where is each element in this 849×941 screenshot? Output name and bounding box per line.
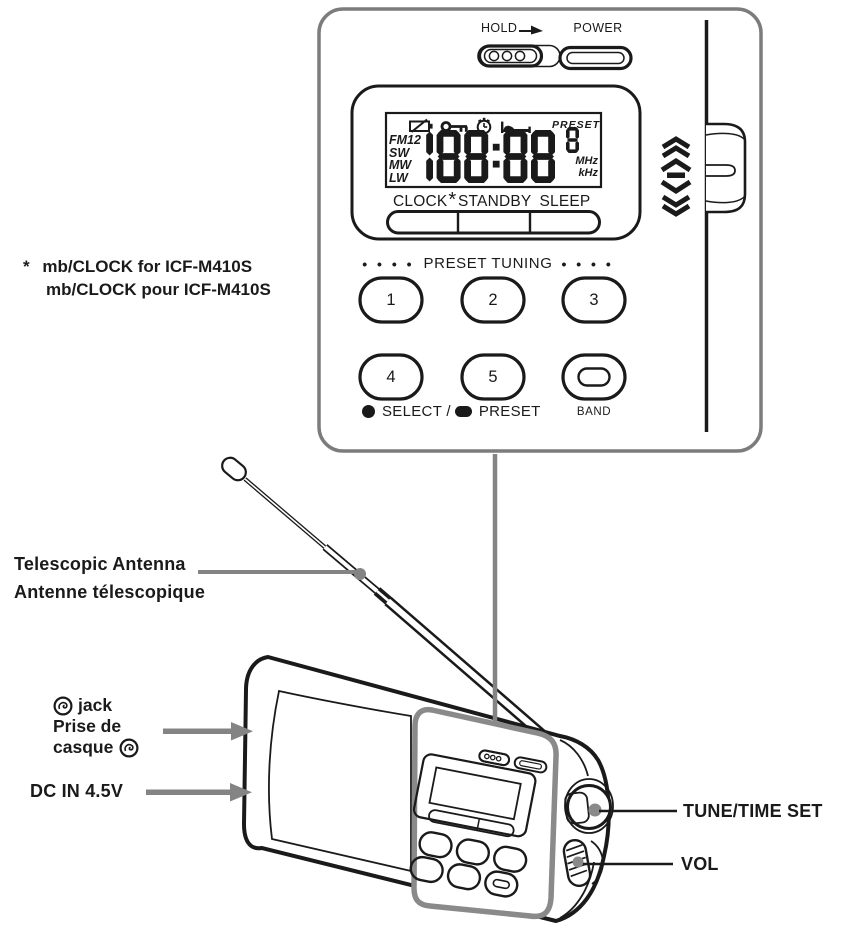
standby-button-label: STANDBY — [458, 193, 532, 210]
vol-leader-dot — [572, 856, 584, 868]
preset-tuning-dots-right: • • • • — [561, 255, 614, 272]
mini-lcd-housing — [412, 753, 537, 838]
lcd-housing — [350, 84, 642, 241]
jack-label-fr2: casque — [53, 737, 139, 758]
lcd-frequency-digits — [426, 130, 555, 183]
select-preset-legend: SELECT / PRESET — [362, 403, 541, 420]
jack-label-block: jack Prise de casque — [53, 695, 139, 758]
mini-function-bar — [428, 809, 515, 838]
rotate-direction-chevrons-icon — [660, 136, 692, 217]
mini-power-button — [513, 756, 548, 774]
lcd-band-fm: FM12 — [389, 133, 421, 147]
band-button — [561, 353, 627, 401]
clock-asterisk: * — [448, 189, 457, 211]
key-lock-icon — [440, 121, 468, 132]
preset-button-1 — [358, 276, 424, 324]
dc-in-label: DC IN 4.5V — [30, 781, 124, 801]
tune-time-set-knob — [564, 778, 614, 834]
lcd-preset-label: PRESET — [552, 119, 601, 131]
select-bullet-icon — [362, 405, 375, 418]
lcd-band-sw: SW — [389, 145, 410, 160]
antenna-label-fr: Antenne télescopique — [14, 582, 206, 602]
jack-label-fr1: Prise de — [53, 716, 122, 736]
mini-button — [409, 855, 444, 884]
mini-hold-switch — [478, 749, 511, 767]
preset-label: PRESET — [478, 403, 541, 420]
mini-button — [418, 831, 453, 859]
clock-button-label: CLOCK * — [393, 189, 457, 211]
preset-button-4-label: 4 — [386, 368, 396, 386]
jack-label-en: jack — [53, 695, 139, 716]
preset-button-1-label: 1 — [386, 291, 396, 309]
sleep-button-label: SLEEP — [539, 193, 591, 210]
preset-button-3 — [561, 276, 627, 324]
power-label: POWER — [573, 21, 623, 35]
select-label: SELECT / — [382, 403, 451, 420]
speaker-face — [268, 689, 412, 873]
hold-label: HOLD — [481, 21, 518, 35]
lcd-unit-khz: kHz — [578, 167, 598, 179]
preset-button-5 — [460, 353, 526, 401]
jack-arrow-icon — [163, 722, 253, 741]
headphone-jack-icon — [53, 696, 73, 715]
preset-button-5-label: 5 — [488, 368, 498, 386]
lcd-band-lw: LW — [389, 170, 408, 185]
mini-lcd-display — [428, 766, 522, 821]
preset-tuning-label: PRESET TUNING — [423, 255, 553, 272]
mini-controls — [409, 749, 548, 898]
tune-knob-side-view — [705, 122, 747, 214]
preset-button-3-label: 3 — [589, 291, 599, 309]
lcd-preset-digit — [566, 127, 579, 153]
volume-wheel — [562, 838, 604, 888]
headphone-jack-icon — [119, 738, 139, 757]
hold-slide-arrow-icon — [519, 25, 543, 35]
mini-button — [446, 863, 482, 891]
footnote-line1: * mb/CLOCK for ICF-M410S — [23, 257, 253, 276]
preset-bullet-icon — [454, 406, 472, 417]
mini-band-button — [484, 870, 519, 898]
hold-switch — [477, 44, 561, 68]
vol-label: VOL — [681, 854, 719, 874]
preset-button-4 — [358, 353, 424, 401]
lcd-unit-mhz: MHz — [575, 155, 598, 167]
band-button-label: BAND — [576, 406, 612, 418]
preset-button-2-label: 2 — [488, 291, 498, 309]
footnote-asterisk: * — [23, 257, 30, 276]
power-button — [558, 45, 633, 71]
preset-tuning-header: • • • • PRESET TUNING • • • • — [352, 255, 624, 272]
function-button-bar — [386, 210, 601, 235]
antenna-leader-dot — [354, 568, 366, 580]
lcd-band-mw: MW — [389, 158, 412, 172]
footnote-line2: mb/CLOCK pour ICF-M410S — [46, 280, 271, 299]
preset-tuning-dots-left: • • • • — [362, 255, 415, 272]
tune-leader-dot — [588, 803, 602, 817]
mini-button — [493, 845, 528, 873]
dc-arrow-icon — [146, 783, 252, 802]
tune-time-set-label: TUNE/TIME SET — [683, 801, 823, 821]
preset-button-2 — [460, 276, 526, 324]
mini-button — [455, 838, 490, 866]
antenna-label-en: Telescopic Antenna — [14, 554, 186, 574]
battery-icon — [409, 118, 433, 133]
